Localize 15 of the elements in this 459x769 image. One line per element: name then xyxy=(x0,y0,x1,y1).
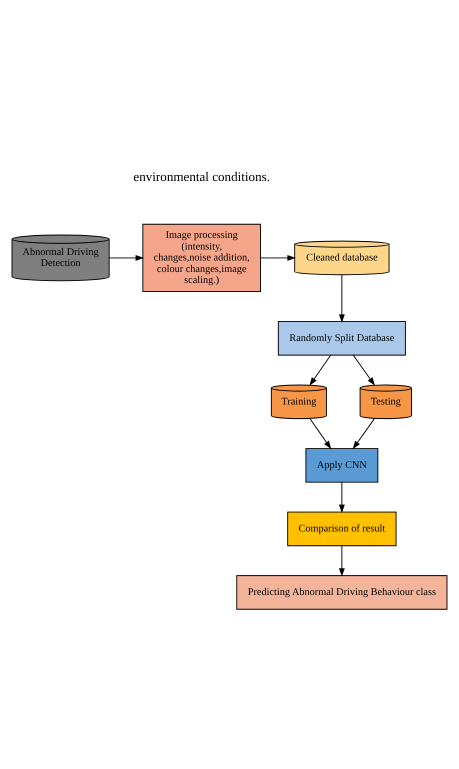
arrow xyxy=(338,274,345,322)
node-box: Predicting Abnormal Driving Behaviour class xyxy=(236,574,448,610)
node-box: Comparison of result xyxy=(287,511,397,546)
arrow xyxy=(260,254,296,260)
arrow xyxy=(352,354,375,386)
arrow xyxy=(338,482,345,513)
node-box: Apply CNN xyxy=(305,448,378,482)
arrow xyxy=(309,354,332,386)
label: environmental conditions. xyxy=(133,168,270,184)
node-box: Randomly Split Database xyxy=(278,320,406,356)
node-box: Image processing (intensity, changes,noise addition, colour changes,image scaling.) xyxy=(142,223,262,292)
arrow xyxy=(310,418,332,449)
arrow xyxy=(352,418,375,449)
arrow xyxy=(338,545,345,576)
arrow xyxy=(108,254,144,260)
